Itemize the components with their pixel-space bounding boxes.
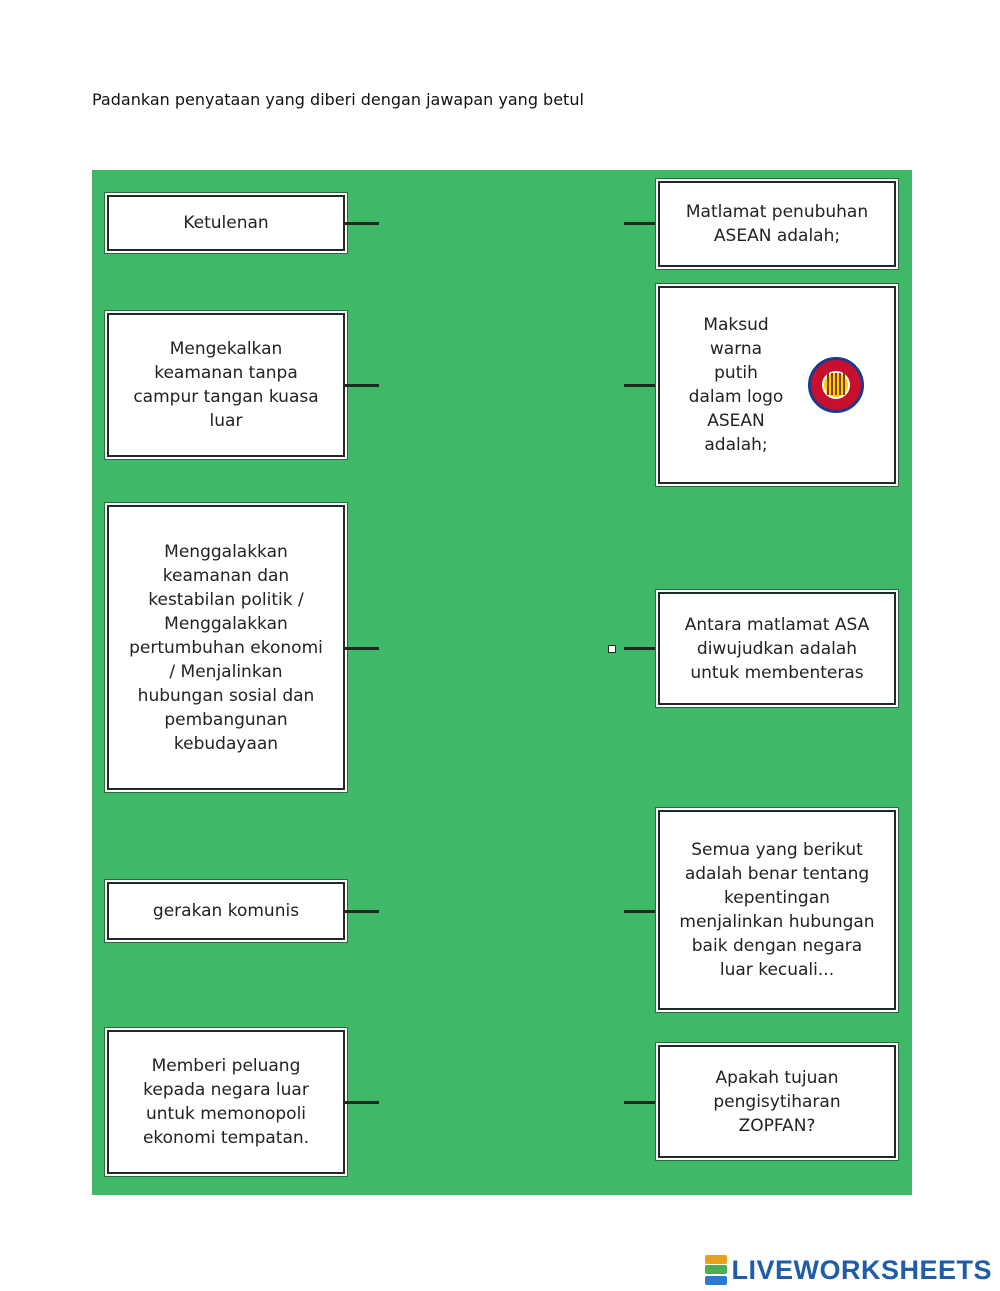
logo-paddy-stalks <box>827 373 845 395</box>
question-box-5[interactable]: Apakah tujuan pengisytiharan ZOPFAN? <box>658 1045 896 1158</box>
answer-box-2[interactable]: Mengekalkan keamanan tanpa campur tangan… <box>107 313 345 457</box>
question-box-3[interactable]: Antara matlamat ASA diwujudkan adalah un… <box>658 592 896 705</box>
question-text-2: Maksud warna putih dalam logo ASEAN adal… <box>688 315 784 455</box>
answer-box-1[interactable]: Ketulenan <box>107 195 345 251</box>
answer-box-5[interactable]: Memberi peluang kepada negara luar untuk… <box>107 1030 345 1174</box>
answer-connector-4[interactable] <box>345 910 379 913</box>
answer-connector-5[interactable] <box>345 1101 379 1104</box>
brand-text: LIVEWORKSHEETS <box>731 1254 992 1285</box>
question-connector-5[interactable] <box>624 1101 658 1104</box>
answer-box-4[interactable]: gerakan komunis <box>107 882 345 940</box>
answer-connector-2[interactable] <box>345 384 379 387</box>
answer-connector-1[interactable] <box>345 222 379 225</box>
question-connector-4[interactable] <box>624 910 658 913</box>
question-connector-2[interactable] <box>624 384 658 387</box>
question-box-1[interactable]: Matlamat penubuhan ASEAN adalah; <box>658 181 896 267</box>
answer-connector-3[interactable] <box>345 647 379 650</box>
liveworksheets-logo-icon <box>705 1255 728 1285</box>
question-box-4[interactable]: Semua yang berikut adalah benar tentang … <box>658 810 896 1010</box>
question-connector-3[interactable] <box>624 647 658 650</box>
instruction-text: Padankan penyataan yang diberi dengan ja… <box>92 90 584 109</box>
question-dot-3 <box>608 645 616 653</box>
liveworksheets-brand: LIVEWORKSHEETS <box>705 1250 992 1290</box>
asean-logo-icon <box>808 357 864 413</box>
answer-box-3[interactable]: Menggalakkan keamanan dan kestabilan pol… <box>107 505 345 790</box>
question-connector-1[interactable] <box>624 222 658 225</box>
